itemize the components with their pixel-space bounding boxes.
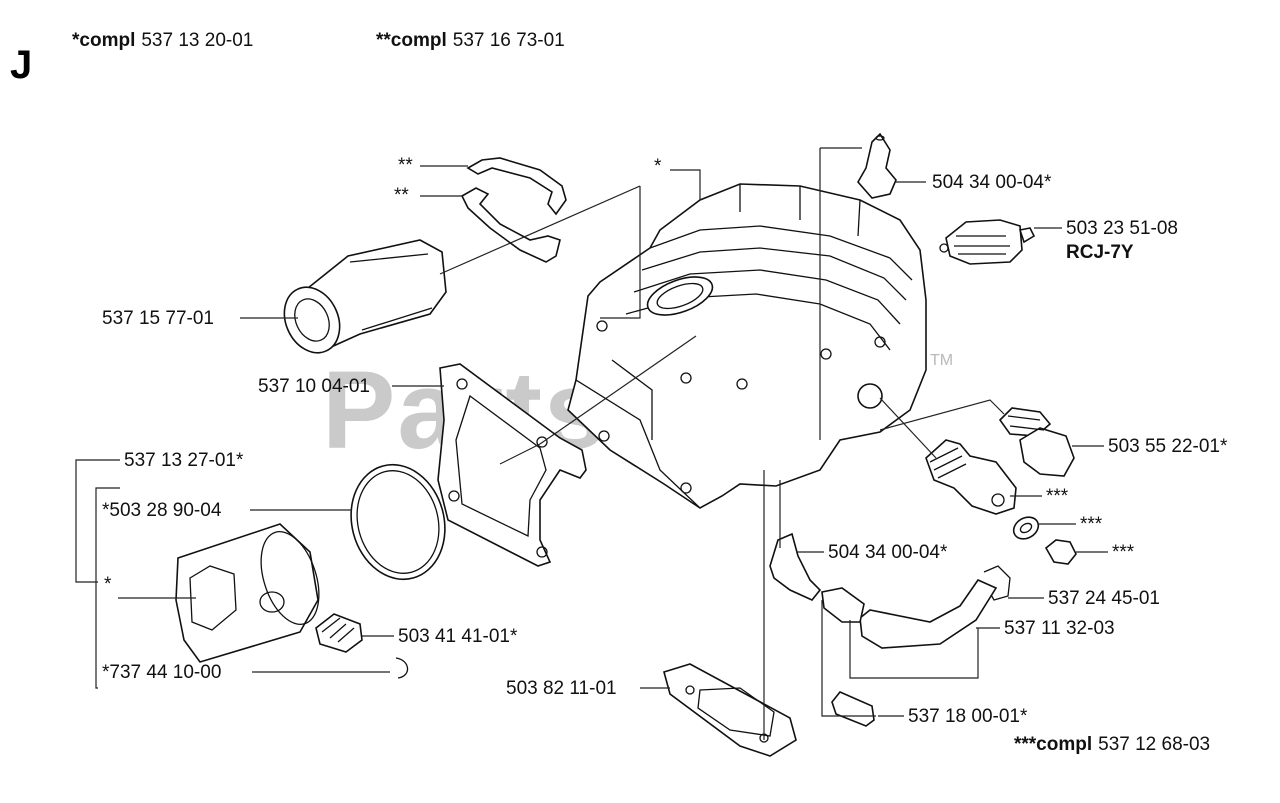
section-letter: J bbox=[10, 43, 32, 87]
label-piston: * bbox=[104, 574, 112, 595]
piston-part bbox=[175, 523, 320, 663]
clip-lower bbox=[460, 187, 561, 263]
valve-part bbox=[925, 439, 1017, 515]
cylinder bbox=[567, 183, 927, 509]
label-plug-screw: 503 55 22-01* bbox=[1108, 436, 1228, 457]
label-compl-3-number: 537 12 68-03 bbox=[1098, 734, 1210, 755]
label-nipple-top: 504 34 00-04* bbox=[932, 172, 1052, 193]
header-compl-1-number: 537 13 20-01 bbox=[141, 30, 253, 51]
spark-plug bbox=[939, 219, 1036, 265]
filter-part bbox=[831, 691, 875, 727]
intake-manifold bbox=[283, 239, 447, 354]
label-circlip: *737 44 10-00 bbox=[102, 662, 221, 683]
label-hose: 537 11 32-03 bbox=[1004, 618, 1115, 639]
clamp-part bbox=[983, 565, 1011, 601]
label-small-screw: *** bbox=[1112, 542, 1135, 563]
small-screw-part bbox=[1044, 539, 1077, 565]
label-intake-gasket: 537 10 04-01 bbox=[258, 376, 370, 397]
header-compl-2: **compl 537 16 73-01 bbox=[376, 30, 565, 51]
label-compl-3-prefix: ***compl bbox=[1014, 734, 1092, 755]
part-labels: ** ** * 504 34 00-04* 503 23 51-08 RCJ-7… bbox=[102, 155, 1228, 755]
label-washer: *** bbox=[1080, 514, 1103, 535]
label-valve: *** bbox=[1046, 486, 1069, 507]
header-compl-2-prefix: **compl bbox=[376, 30, 447, 51]
header-compl-1: *compl 537 13 20-01 bbox=[72, 30, 253, 51]
nipple-lower-part bbox=[769, 532, 865, 623]
label-filter: 537 18 00-01* bbox=[908, 706, 1028, 727]
washer-part bbox=[1012, 516, 1040, 540]
label-nipple-lower: 504 34 00-04* bbox=[828, 542, 948, 563]
piston-ring-part bbox=[350, 463, 446, 581]
leader-lines bbox=[75, 147, 1108, 740]
label-base-gasket: 503 82 11-01 bbox=[506, 678, 617, 699]
clip-upper bbox=[466, 157, 567, 216]
label-clip-upper: ** bbox=[398, 155, 413, 176]
plug-screw-part bbox=[998, 407, 1075, 477]
label-bearing: 503 41 41-01* bbox=[398, 626, 518, 647]
header-compl-1-prefix: *compl bbox=[72, 30, 135, 51]
label-clip-lower: ** bbox=[394, 185, 409, 206]
nipple-top-part bbox=[857, 132, 897, 199]
label-piston-ring: *503 28 90-04 bbox=[102, 500, 222, 521]
label-spark-plug-type: RCJ-7Y bbox=[1066, 242, 1134, 263]
intake-gasket bbox=[437, 363, 587, 567]
label-piston-kit: 537 13 27-01* bbox=[124, 450, 244, 471]
hose-part bbox=[859, 578, 998, 649]
circlip-part bbox=[395, 657, 409, 679]
label-compl-3: ***compl 537 12 68-03 bbox=[1014, 734, 1210, 755]
label-spark-plug-number: 503 23 51-08 bbox=[1066, 218, 1178, 239]
header-compl-2-number: 537 16 73-01 bbox=[453, 30, 565, 51]
base-gasket-part bbox=[663, 663, 797, 757]
label-clamp: 537 24 45-01 bbox=[1048, 588, 1160, 609]
label-cylinder: * bbox=[654, 156, 662, 177]
watermark-trademark: TM bbox=[930, 352, 953, 369]
needle-bearing-part bbox=[315, 613, 363, 653]
label-intake: 537 15 77-01 bbox=[102, 308, 214, 329]
